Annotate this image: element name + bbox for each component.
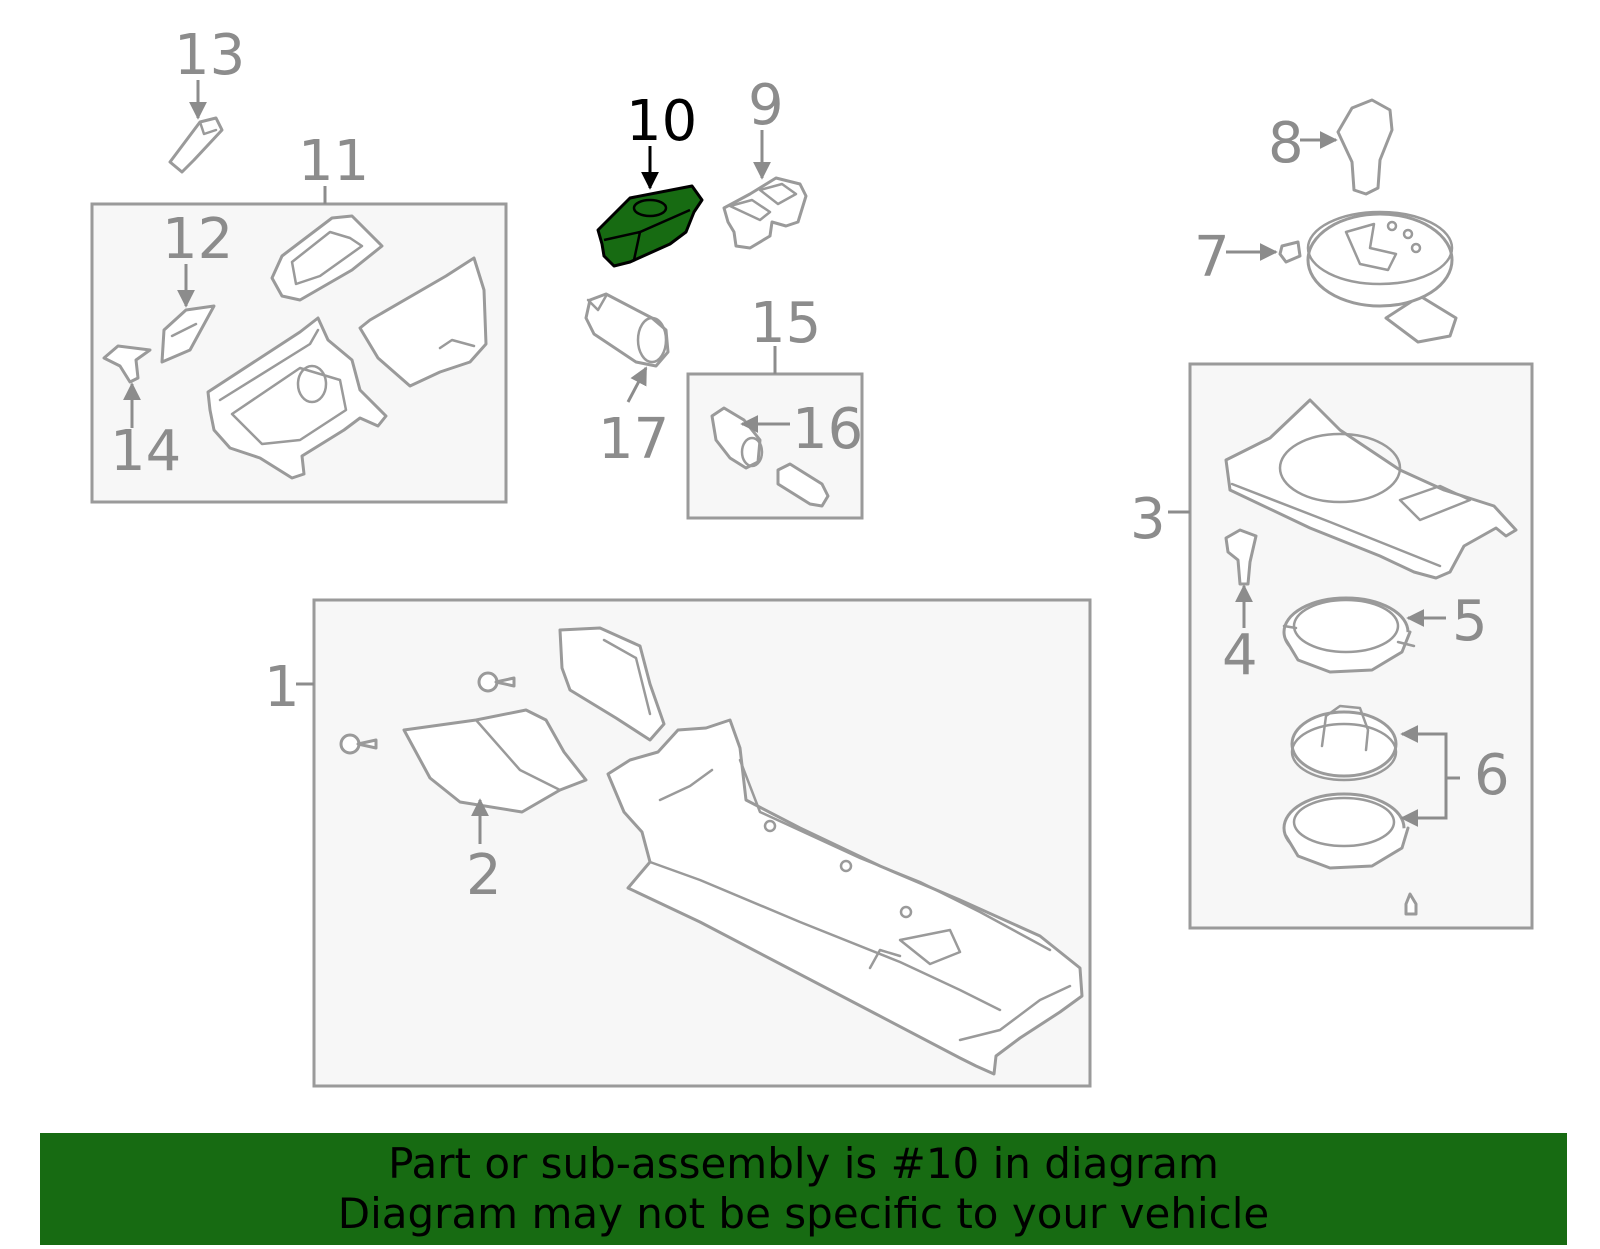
callout-11: 11 [298,129,369,194]
part-11-shifter-panel [206,214,488,480]
callout-4: 4 [1222,623,1258,688]
part-screws [339,671,516,755]
leader-6b [1400,778,1448,827]
callout-16: 16 [792,397,863,462]
callout-1: 1 [264,655,300,720]
notice-banner: Part or sub-assembly is #10 in diagram D… [40,1133,1567,1245]
callout-17: 17 [598,407,669,472]
leader-17 [626,366,648,403]
callout-12: 12 [162,207,233,272]
callout-14: 14 [110,419,181,484]
callout-2: 2 [466,843,502,908]
callout-5: 5 [1452,589,1488,654]
callout-7: 7 [1194,225,1230,290]
part-9-switch [722,176,808,250]
part-17-power-socket [584,292,670,368]
callout-8: 8 [1268,111,1304,176]
part-1-cover [558,626,666,742]
part-10-highlighted [596,184,704,268]
callout-6: 6 [1474,743,1510,808]
notice-line-1: Part or sub-assembly is #10 in diagram [388,1139,1219,1188]
part-3-console-bezel [1224,398,1518,580]
part-8-shift-knob [1336,98,1394,196]
part-5-ring [1282,596,1416,674]
callout-15: 15 [750,291,821,356]
part-12-clip [160,304,216,364]
callout-9: 9 [748,73,784,138]
part-2-side-panel [402,708,588,814]
part-7-shift-indicator [1278,210,1458,344]
part-4-clip [1224,528,1258,586]
callout-10: 10 [626,89,697,154]
part-6-boot-and-ring [1282,704,1418,916]
group-box-15 [686,346,864,520]
part-16-socket-body [710,406,830,508]
callout-13: 13 [174,23,245,88]
part-1-console-base [606,718,1084,1076]
callout-3: 3 [1130,487,1166,552]
part-13-bracket [168,116,224,174]
notice-line-2: Diagram may not be specific to your vehi… [337,1189,1270,1238]
leader-6a [1400,725,1460,780]
part-14-clip [102,344,152,384]
